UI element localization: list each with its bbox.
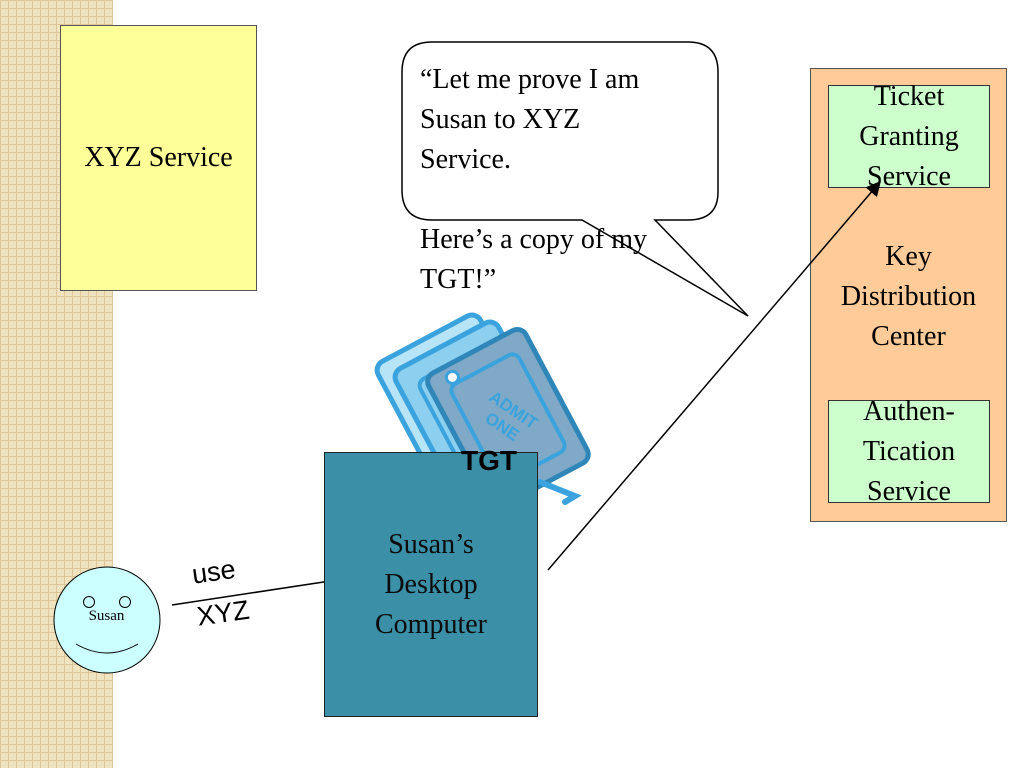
tgs-label-line: Service: [867, 160, 951, 192]
speech-bubble: [401, 41, 749, 317]
speech-line: “Let me prove I am: [420, 64, 640, 95]
desktop-label-line: Susan’s: [388, 528, 474, 560]
speech-bubble-text: “Let me prove I am Susan to XYZ Service.…: [420, 60, 710, 300]
auth-label-line: Tication: [862, 435, 956, 467]
tgt-label: TGT: [461, 445, 517, 476]
susan-label: Susan: [88, 608, 125, 624]
ticket-granting-service-box: Ticket Granting Service: [828, 81, 990, 192]
susan-to-desktop-arrow: [171, 572, 352, 606]
auth-label-line: Service: [867, 475, 951, 507]
xyz-service-label: XYZ Service: [84, 142, 233, 173]
speech-line: Susan to XYZ: [420, 104, 581, 135]
speech-line: Service.: [420, 144, 511, 175]
smiley-face-icon: [53, 566, 161, 674]
tgs-label-line: Ticket: [873, 80, 945, 112]
auth-label-line: Authen-: [863, 395, 955, 427]
desktop-label-line: Desktop: [384, 568, 478, 600]
susans-desktop-computer-box: Susan’s Desktop Computer: [324, 452, 538, 717]
kdc-label: Key Distribution Center: [811, 237, 1006, 357]
kdc-label-line: Key: [885, 241, 932, 272]
kdc-label-line: Center: [871, 321, 946, 352]
desktop-to-tgs-arrow: [547, 180, 881, 571]
kdc-label-line: Distribution: [840, 281, 977, 312]
xyz-service-box: XYZ Service: [60, 25, 257, 291]
speech-line: Here’s a copy of my: [420, 224, 648, 255]
speech-line: TGT!”: [420, 264, 497, 295]
desktop-label-line: Computer: [375, 608, 487, 640]
use-label: use: [190, 553, 238, 590]
tgs-label-line: Granting: [859, 120, 959, 152]
speech-line: [420, 180, 710, 220]
authentication-service-box: Authen- Tication Service: [828, 396, 990, 507]
